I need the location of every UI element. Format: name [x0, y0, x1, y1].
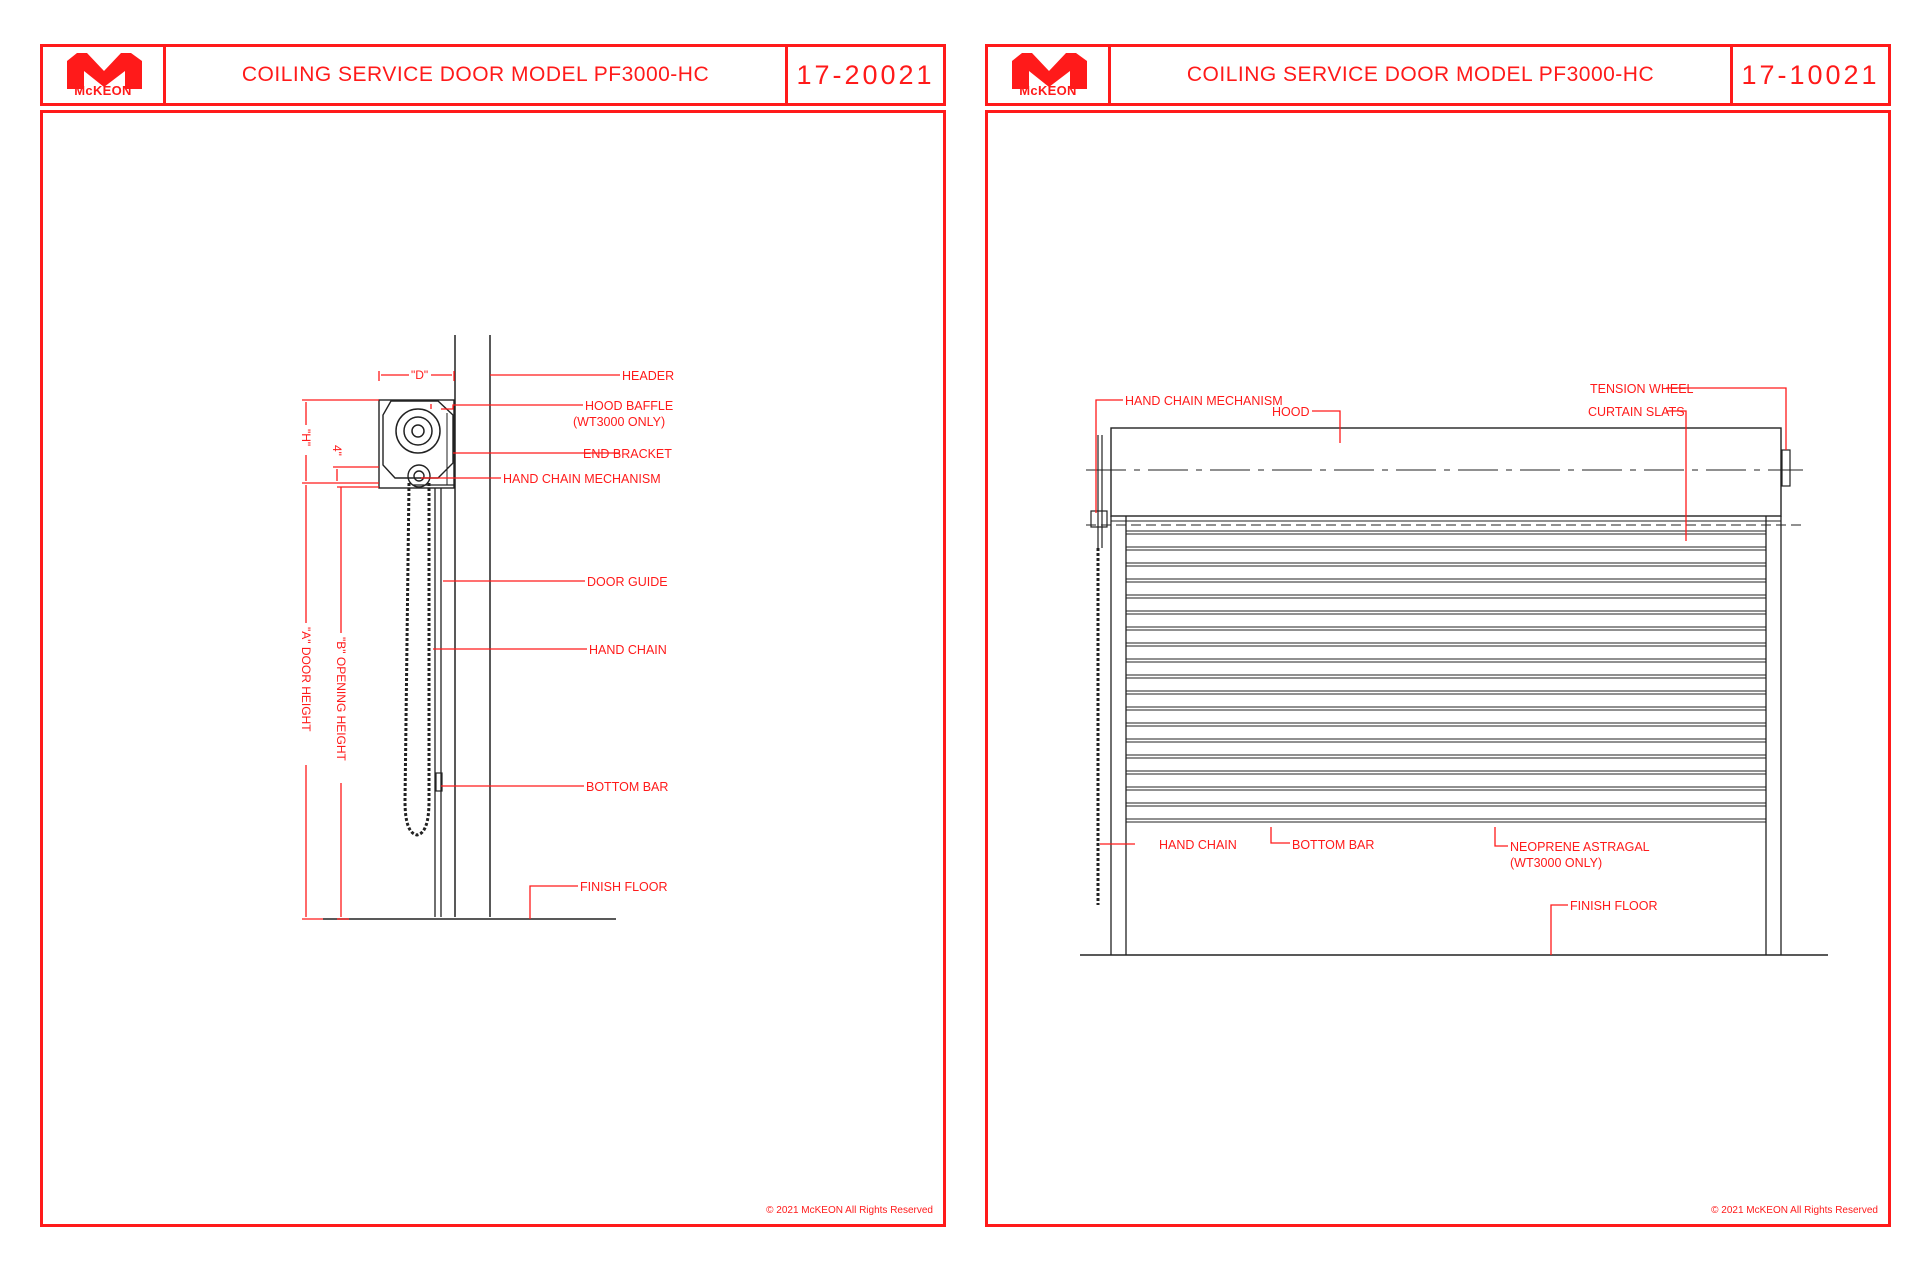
- label-neoprene-note: (WT3000 ONLY): [1510, 856, 1602, 870]
- label-end-bracket: END BRACKET: [583, 447, 672, 461]
- title-block: McKEON COILING SERVICE DOOR MODEL PF3000…: [40, 44, 946, 106]
- mckeon-logo: McKEON: [988, 47, 1111, 103]
- label-curtain-slats: CURTAIN SLATS: [1588, 405, 1685, 419]
- label-hand-chain-mechanism: HAND CHAIN MECHANISM: [503, 472, 661, 486]
- copyright-notice: © 2021 McKEON All Rights Reserved: [1711, 1205, 1878, 1216]
- logo-text: McKEON: [74, 83, 132, 98]
- dim-four-inch: 4": [330, 445, 344, 456]
- mckeon-m-icon: [1012, 53, 1087, 89]
- tension-wheel: [1781, 449, 1791, 487]
- label-hood-baffle-note: (WT3000 ONLY): [573, 415, 665, 429]
- dim-a-door-height: "A" DOOR HEIGHT: [299, 627, 313, 732]
- dim-h: "H": [299, 429, 313, 446]
- front-elevation-drawing: HAND CHAIN MECHANISM HOOD TENSION WHEEL …: [1080, 382, 1828, 956]
- drawing-frame: HAND CHAIN MECHANISM HOOD TENSION WHEEL …: [985, 110, 1891, 1227]
- header-wall: [413, 335, 491, 917]
- copyright-notice: © 2021 McKEON All Rights Reserved: [766, 1205, 933, 1216]
- title-block: McKEON COILING SERVICE DOOR MODEL PF3000…: [985, 44, 1891, 106]
- hood-assembly: [378, 399, 455, 489]
- label-tension-wheel: TENSION WHEEL: [1590, 382, 1694, 396]
- callout-leaders: [302, 371, 620, 920]
- callout-leaders: [1095, 387, 1787, 955]
- label-hand-chain: HAND CHAIN: [1159, 838, 1237, 852]
- dim-b-opening-height: "B" OPENING HEIGHT: [334, 637, 348, 762]
- label-door-guide: DOOR GUIDE: [587, 575, 668, 589]
- mckeon-m-icon: [67, 53, 142, 89]
- label-finish-floor: FINISH FLOOR: [1570, 899, 1658, 913]
- label-hand-chain: HAND CHAIN: [589, 643, 667, 657]
- label-neoprene-astragal: NEOPRENE ASTRAGAL: [1510, 840, 1650, 854]
- label-header: HEADER: [622, 369, 674, 383]
- mckeon-logo: McKEON: [43, 47, 166, 103]
- hand-chain-mechanism: [1090, 435, 1108, 548]
- drawing-frame: HEADER HOOD BAFFLE (WT3000 ONLY) END BRA…: [40, 110, 946, 1227]
- label-hood-baffle: HOOD BAFFLE: [585, 399, 673, 413]
- curtain-slats: [1126, 530, 1766, 823]
- section-view-drawing: HEADER HOOD BAFFLE (WT3000 ONLY) END BRA…: [299, 335, 674, 920]
- drawing-title: COILING SERVICE DOOR MODEL PF3000-HC: [166, 47, 788, 103]
- hood: [1086, 427, 1803, 517]
- label-bottom-bar: BOTTOM BAR: [1292, 838, 1374, 852]
- logo-text: McKEON: [1019, 83, 1077, 98]
- label-hand-chain-mechanism: HAND CHAIN MECHANISM: [1125, 394, 1283, 408]
- drawing-number: 17-20021: [796, 59, 935, 90]
- drawing-title: COILING SERVICE DOOR MODEL PF3000-HC: [1111, 47, 1733, 103]
- door-guide: [434, 488, 442, 917]
- door-guides: [1110, 516, 1782, 955]
- label-finish-floor: FINISH FLOOR: [580, 880, 668, 894]
- hand-chain: [403, 482, 443, 837]
- drawing-number: 17-10021: [1741, 59, 1880, 90]
- dim-d: "D": [411, 368, 428, 382]
- label-hood: HOOD: [1272, 405, 1310, 419]
- label-bottom-bar: BOTTOM BAR: [586, 780, 668, 794]
